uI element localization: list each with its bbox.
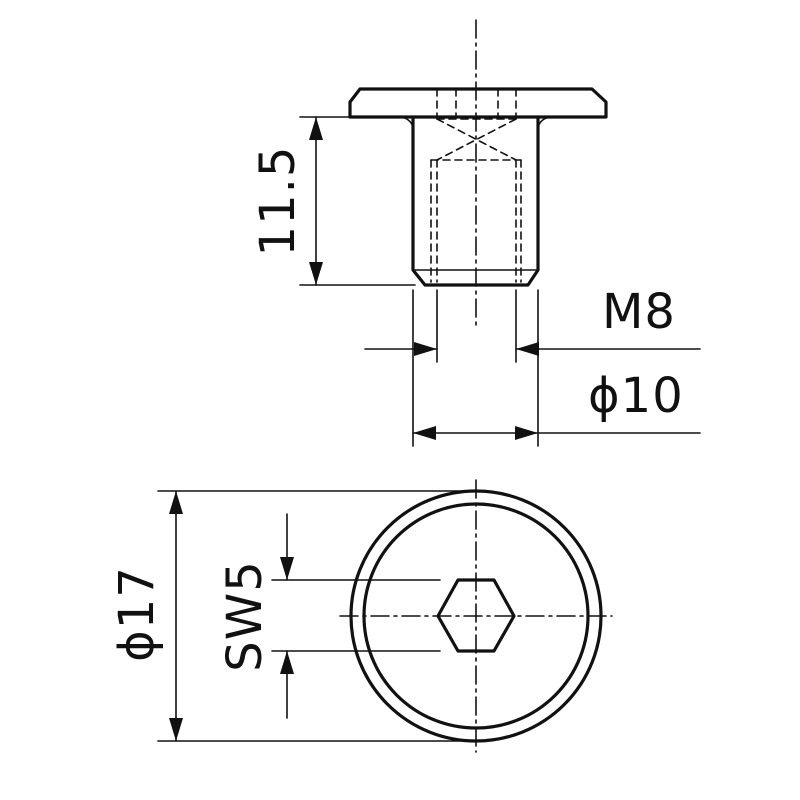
dimension-label-thread: M8 <box>602 284 676 340</box>
arrow-head <box>515 426 538 440</box>
dimension-label-hex-socket: SW5 <box>217 560 273 671</box>
arrow-head <box>516 342 539 356</box>
arrow-head <box>169 718 183 741</box>
side-view: 11.5 M8 ϕ10 <box>250 19 701 447</box>
socket-hidden-line <box>436 118 517 161</box>
socket-hidden-line <box>436 118 517 161</box>
arrow-head <box>280 651 294 674</box>
head-fillet <box>537 116 552 128</box>
arrow-head <box>309 117 323 140</box>
head-fillet <box>399 116 414 128</box>
arrow-head <box>413 426 436 440</box>
top-view: ϕ17 SW5 <box>109 479 613 753</box>
screw-head-outline <box>348 87 608 119</box>
arrow-head <box>169 491 183 514</box>
arrow-head <box>309 262 323 285</box>
dimension-label-head-diameter: ϕ17 <box>109 566 165 662</box>
dimension-label-length: 11.5 <box>250 146 306 257</box>
arrow-head <box>280 557 294 580</box>
arrow-head <box>414 342 437 356</box>
dimension-label-shank-diameter: ϕ10 <box>588 368 684 424</box>
